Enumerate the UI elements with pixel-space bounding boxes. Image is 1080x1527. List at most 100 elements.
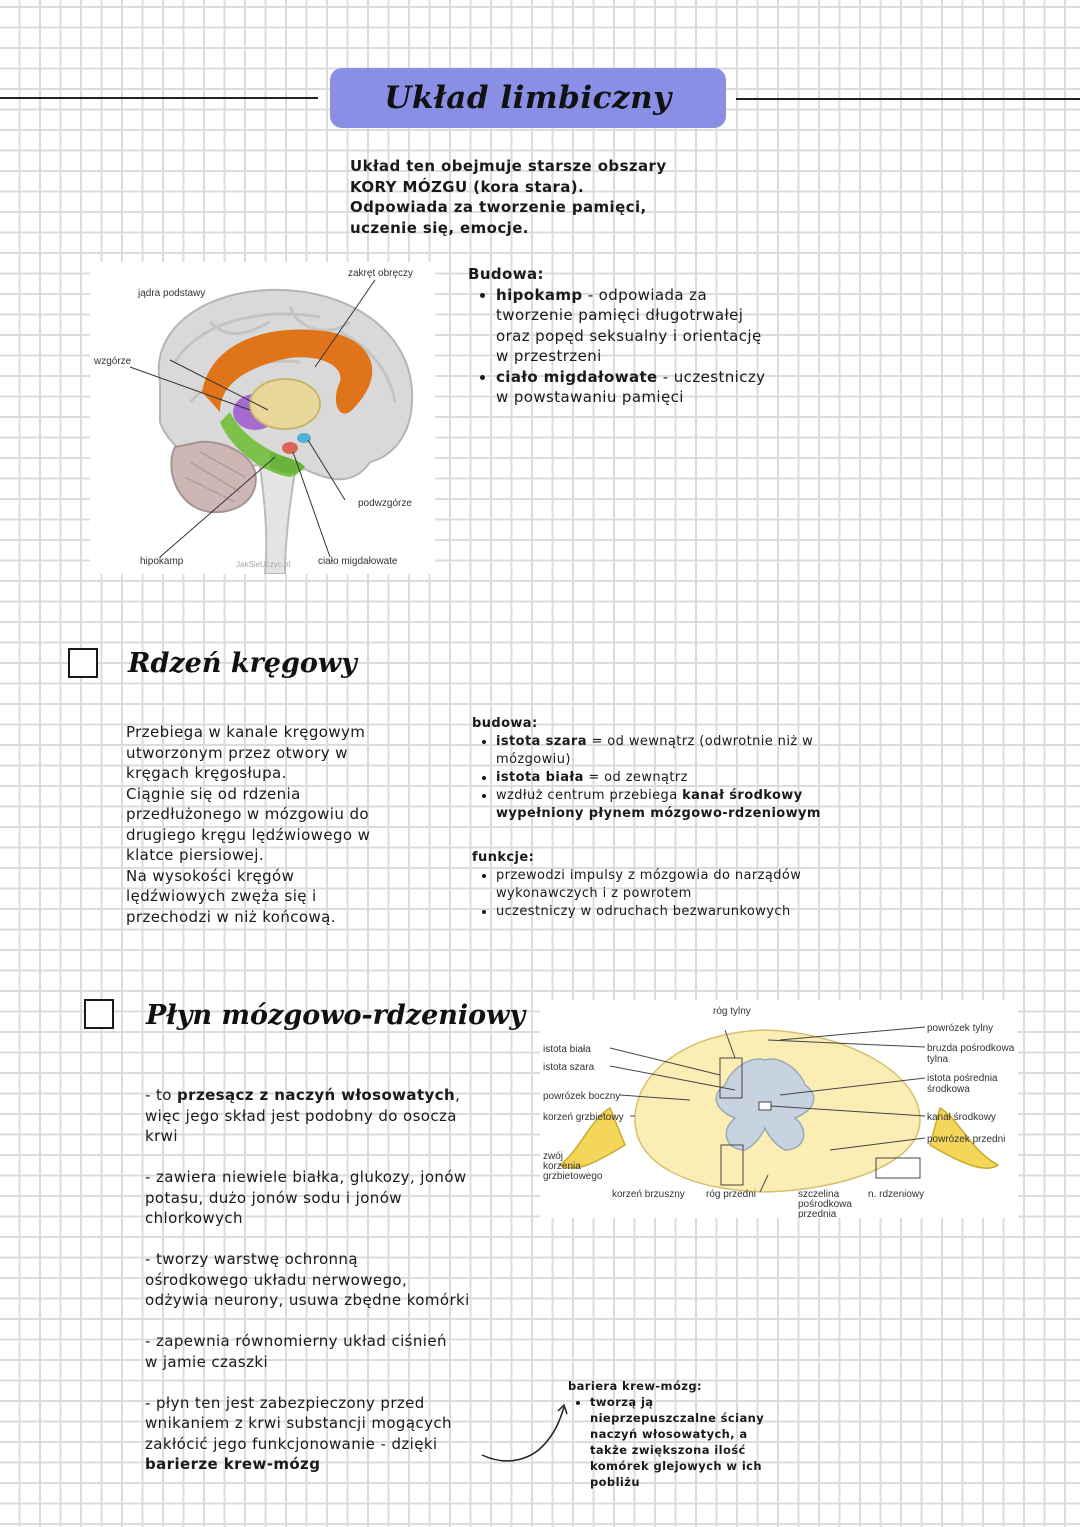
title-rule-left (0, 97, 318, 99)
text-line: klatce piersiowej. (126, 846, 265, 864)
label-dorsal-root: korzeń grzbietowy (543, 1112, 624, 1123)
spinal-checkbox[interactable] (68, 648, 98, 678)
label-grey-matter: istota szara (543, 1062, 595, 1073)
text-line: utworzonym przez otwory w (126, 743, 348, 762)
list-item: tworzą ją nieprzepuszczalne ściany naczy… (590, 1394, 788, 1490)
title-rule-right (736, 98, 1080, 100)
text: także zwiększona ilość (590, 1443, 746, 1457)
term: barierze krew-mózg (145, 1455, 321, 1473)
text: więc jego skład jest podobny do osocza (145, 1106, 457, 1125)
text: - płyn ten jest zabezpieczony przed (145, 1393, 425, 1412)
list-item: ciało migdałowate - uczestniczy w powsta… (496, 367, 798, 408)
barrier-note: bariera krew-mózg: tworzą ją nieprzepusz… (568, 1378, 788, 1490)
csf-point: - tworzy warstwę ochronną ośrodkowego uk… (145, 1249, 515, 1311)
term: ciało migdałowate (496, 367, 658, 386)
limbic-structure: Budowa: hipokamp - odpowiada za tworzeni… (468, 264, 798, 408)
term: przesącz z naczyń włosowatych (177, 1086, 456, 1104)
label-central-canal: kanał środkowy (927, 1112, 996, 1123)
text: ośrodkowego układu nerwowego, (145, 1270, 408, 1289)
term: hipokamp (496, 285, 583, 304)
text: w powstawaniu pamięci (496, 388, 684, 406)
text-line: drugiego kręgu lędźwiowego w (126, 825, 371, 844)
text: wykonawczych i z powrotem (496, 886, 692, 901)
label-anterior-funiculus: powrózek przedni (927, 1134, 1005, 1145)
text-line: lędźwiowych zwęża się i (126, 887, 317, 905)
label-hippocampus: hipokamp (140, 556, 184, 567)
text: wnikaniem z krwi substancji mogących (145, 1414, 452, 1432)
limbic-brain-figure: jądra podstawy zakręt obręczy wzgórze po… (90, 262, 435, 575)
intro-line: KORY MÓZGU (kora stara). (350, 177, 585, 196)
text: - zawiera niewiele białka, glukozy, jonó… (145, 1168, 467, 1186)
text: = od wewnątrz (odwrotnie niż w (586, 734, 814, 749)
text: komórek glejowych w ich (590, 1459, 762, 1473)
text: potasu, dużo jonów sodu i jonów (145, 1188, 402, 1207)
text-line: Ciągnie się od rdzenia (126, 784, 301, 803)
label-intermediate-1: istota pośrednia (927, 1073, 998, 1084)
list-item: hipokamp - odpowiada za tworzenie pamięc… (496, 285, 798, 367)
text: przewodzi impulsy z mózgowia do narządów (496, 868, 802, 883)
text: uczestniczy w odruchach bezwarunkowych (496, 904, 791, 919)
functions-heading: funkcje: (472, 850, 535, 865)
text: w jamie czaszki (145, 1352, 269, 1371)
csf-point: - zawiera niewiele białka, glukozy, jonó… (145, 1167, 515, 1229)
label-ganglion-1: zwój (543, 1151, 563, 1162)
label-ganglion-2: korzenia (543, 1161, 581, 1172)
label-thalamus: wzgórze (93, 356, 132, 367)
label-fissure-1: szczelina (798, 1189, 840, 1200)
label-fissure-2: pośrodkowa (798, 1199, 852, 1210)
csf-point: - płyn ten jest zabezpieczony przed wnik… (145, 1393, 515, 1475)
text-line: kręgach kręgosłupa. (126, 764, 287, 782)
text: mózgowiu) (496, 752, 571, 767)
text: - zapewnia równomierny układ ciśnień (145, 1332, 447, 1350)
page-title: Układ limbiczny (384, 80, 672, 116)
label-watermark: JakSieUczyc.pl (236, 560, 290, 569)
term: istota biała (496, 770, 584, 785)
label-sulcus-2: tylna (927, 1054, 949, 1065)
text: , (455, 1086, 461, 1104)
text: w przestrzeni (496, 347, 602, 365)
label-posterior-funiculus: powrózek tylny (927, 1023, 993, 1034)
text: pobliżu (590, 1475, 640, 1489)
csf-point: - to przesącz z naczyń włosowatych, więc… (145, 1085, 515, 1147)
text: oraz popęd seksualny i orientację (496, 326, 762, 345)
brain-illustration: jądra podstawy zakręt obręczy wzgórze po… (93, 268, 413, 575)
label-posterior-horn: róg tylny (713, 1006, 751, 1017)
term: istota szara (496, 734, 587, 749)
text: wzdłuż centrum przebiega (496, 788, 683, 803)
text-line: Przebiega w kanale kręgowym (126, 723, 366, 741)
label-amygdala: ciało migdałowate (318, 556, 398, 567)
label-hypothalamus: podwzgórze (358, 498, 412, 509)
text: tworzą ją (590, 1395, 654, 1409)
text: - odpowiada za (582, 285, 708, 304)
spinal-description: Przebiega w kanale kręgowym utworzonym p… (126, 722, 456, 927)
list-item: istota szara = od wewnątrz (odwrotnie ni… (496, 733, 872, 769)
text-line: Na wysokości kręgów (126, 866, 295, 885)
text-line: przedłużonego w mózgowiu do (126, 805, 369, 823)
csf-points: - to przesącz z naczyń włosowatych, więc… (145, 1085, 515, 1475)
spinal-cross-section-figure: róg tylny powrózek tylny bruzda pośrodko… (540, 1000, 1018, 1220)
spinal-structure: budowa: istota szara = od wewnątrz (odwr… (472, 715, 872, 921)
text: naczyń włosowatych, a (590, 1427, 748, 1441)
structure-heading: Budowa: (468, 265, 544, 283)
list-item: przewodzi impulsy z mózgowia do narządów… (496, 867, 872, 903)
label-cingulate: zakręt obręczy (348, 268, 413, 279)
label-intermediate-2: środkowa (927, 1084, 970, 1095)
list-item: istota biała = od zewnątrz (496, 769, 872, 787)
text: zakłócić jego funkcjonowanie - dzięki (145, 1434, 438, 1453)
text: chlorkowych (145, 1209, 243, 1227)
label-spinal-nerve: n. rdzeniowy (868, 1189, 924, 1200)
structure-heading: budowa: (472, 716, 538, 731)
text: = od zewnątrz (583, 770, 688, 785)
text: - to (145, 1086, 178, 1104)
text: odżywia neurony, usuwa zbędne komórki (145, 1291, 470, 1309)
label-sulcus-1: bruzda pośrodkowa (927, 1043, 1015, 1054)
text: krwi (145, 1127, 178, 1145)
csf-heading: Płyn mózgowo-rdzeniowy (146, 1000, 526, 1031)
text: - uczestniczy (657, 367, 766, 386)
label-ganglion-3: grzbietowego (543, 1171, 603, 1182)
label-ventral-root: korzeń brzuszny (612, 1189, 685, 1200)
intro-line: Układ ten obejmuje starsze obszary (350, 157, 667, 175)
title-banner: Układ limbiczny (330, 68, 726, 128)
spinal-illustration: róg tylny powrózek tylny bruzda pośrodko… (543, 1006, 1015, 1220)
csf-checkbox[interactable] (84, 999, 114, 1029)
